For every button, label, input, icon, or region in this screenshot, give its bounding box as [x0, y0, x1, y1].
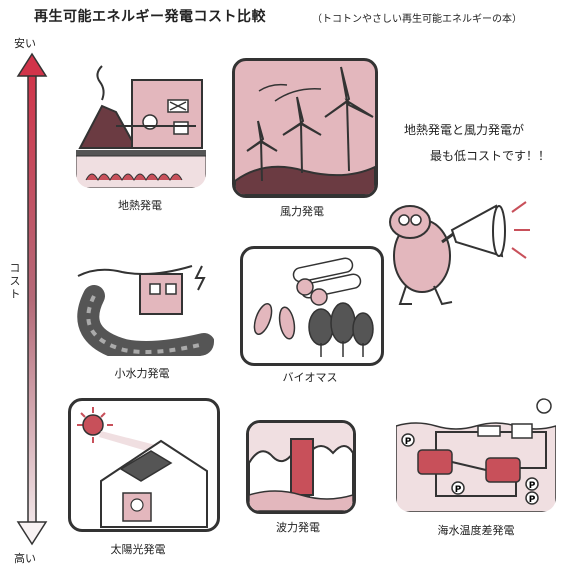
speech-line-1: 地熱発電と風力発電が [404, 123, 525, 137]
page-title: 再生可能エネルギー発電コスト比較 [34, 9, 266, 25]
panel-biomass [240, 246, 384, 366]
otec-pump-label-3: P [529, 481, 536, 491]
panel-wind [232, 58, 378, 198]
page-subtitle: （トコトンやさしい再生可能エネルギーの本） [312, 14, 522, 25]
caption-geothermal: 地熱発電 [118, 199, 162, 212]
caption-otec: 海水温度差発電 [437, 524, 515, 537]
caption-small-hydro: 小水力発電 [114, 367, 170, 380]
speech-line-2: 最も低コストです！！ [430, 149, 551, 163]
caption-wave: 波力発電 [276, 521, 320, 534]
panel-wave [246, 420, 356, 514]
otec-pump-label-1: P [405, 437, 412, 447]
cost-arrow [16, 52, 48, 546]
panel-small-hydro [74, 246, 214, 356]
caption-biomass: バイオマス [282, 371, 338, 384]
otec-pump-label-2: P [455, 485, 462, 495]
panel-geothermal [76, 60, 206, 188]
caption-solar: 太陽光発電 [110, 543, 166, 556]
caption-wind: 風力発電 [280, 205, 324, 218]
axis-middle-label: コスト [8, 262, 21, 301]
mascot-megaphone [389, 201, 530, 306]
panel-solar [68, 398, 220, 532]
otec-pump-label-4: P [529, 495, 536, 505]
panel-otec: P P P P [396, 398, 556, 512]
axis-top-label: 安い [14, 37, 36, 50]
axis-bottom-label: 高い [14, 552, 36, 565]
